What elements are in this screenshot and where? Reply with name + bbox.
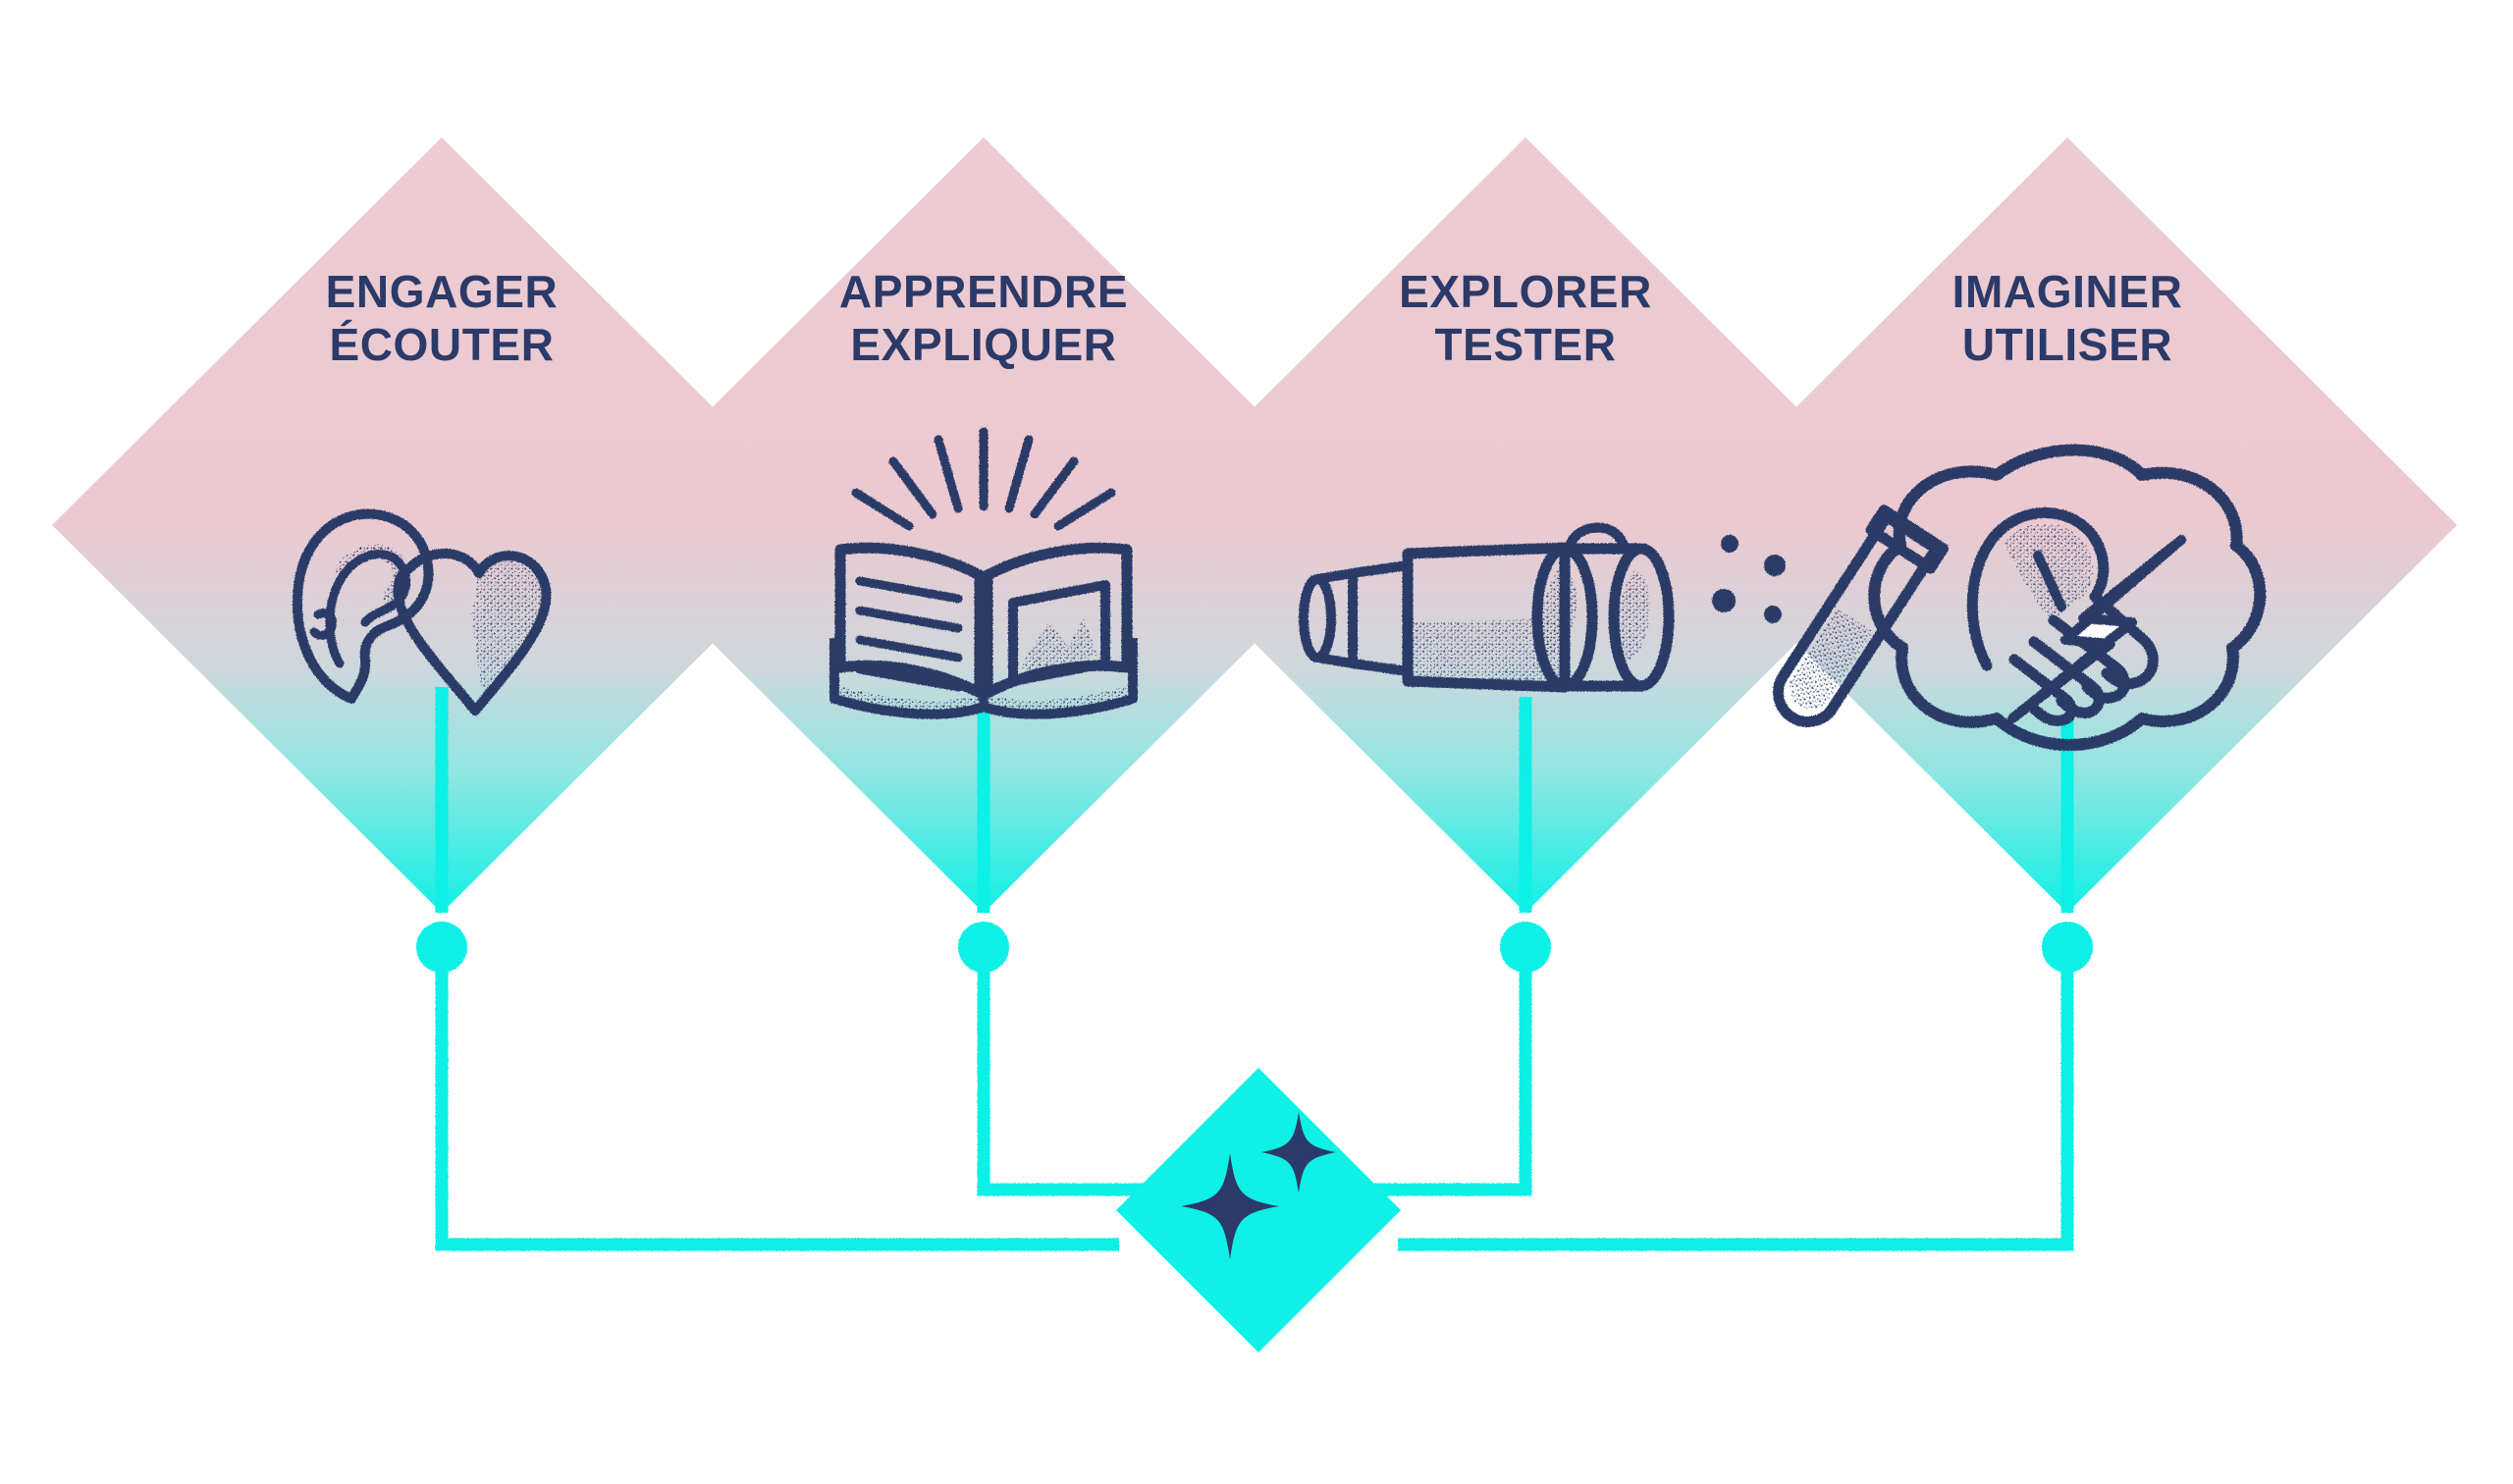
- node-imaginer[interactable]: [2042, 922, 2093, 973]
- connector-group: [435, 950, 2074, 1251]
- open-book-rays-icon: [829, 427, 1138, 719]
- ear-heart-icon: [292, 508, 552, 716]
- cloud-outline: [1868, 444, 2267, 751]
- diamond-engager: [52, 137, 831, 913]
- droplets: [1712, 535, 1786, 623]
- sparkles-icon: [1181, 1112, 1336, 1259]
- diamond-group: [52, 137, 2457, 913]
- test-tube: [1773, 504, 1950, 727]
- diamond-explorer: [1136, 137, 1915, 913]
- diamond-apprendre: [594, 137, 1373, 913]
- telescope-test-tube-icon: [1299, 504, 1950, 727]
- connector-imaginer[interactable]: [1398, 950, 2074, 1251]
- lightning-bolt: [2007, 535, 2186, 723]
- book-text-lines: [855, 576, 963, 692]
- node-apprendre[interactable]: [958, 922, 1009, 973]
- connector-apprendre[interactable]: [977, 950, 1158, 1196]
- connector-engager[interactable]: [435, 950, 1119, 1251]
- diamond-imaginer: [1678, 137, 2457, 913]
- book-image-frame: [1008, 580, 1110, 686]
- node-group: [416, 922, 2093, 973]
- hand-fingers: [2008, 614, 2130, 726]
- book-rays: [851, 427, 1116, 531]
- hub-diamond[interactable]: [1116, 1068, 1401, 1352]
- thought-cloud-hand-lightning-icon: [1868, 444, 2267, 751]
- node-explorer[interactable]: [1500, 922, 1551, 973]
- node-engager[interactable]: [416, 922, 467, 973]
- connector-explorer[interactable]: [1359, 950, 1532, 1196]
